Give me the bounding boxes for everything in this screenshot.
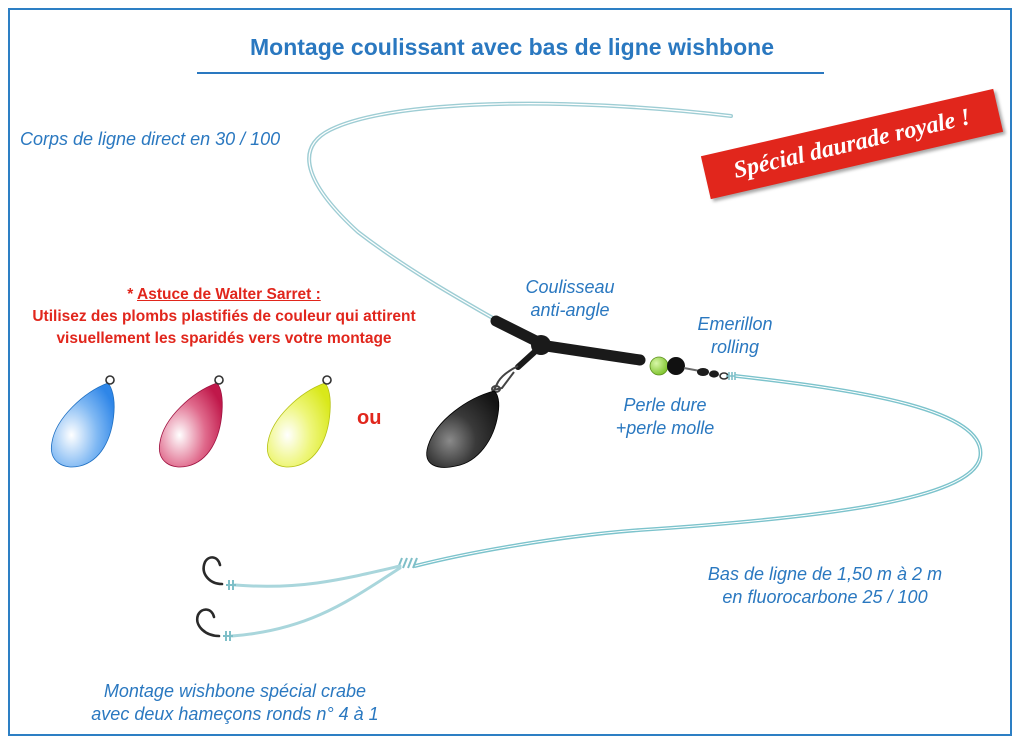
leader-label: Bas de ligne de 1,50 m à 2 m en fluoroca…	[690, 563, 960, 609]
diagram-frame	[8, 8, 1012, 736]
red-sinker	[158, 375, 224, 468]
wishbone-arm-upper	[233, 564, 402, 588]
yellow-sinker	[266, 375, 332, 468]
wishbone-label: Montage wishbone spécial crabe avec deux…	[80, 680, 390, 726]
sinker-snap	[491, 365, 519, 393]
circle-hook-lower	[195, 608, 221, 638]
beads-label-line2: +perle molle	[615, 418, 715, 438]
swivel-label-line1: Emerillon	[697, 314, 773, 334]
tip-heading-row: * Astuce de Walter Sarret :	[14, 284, 434, 306]
slider-label-line2: anti-angle	[530, 300, 610, 320]
leader-label-line1: Bas de ligne de 1,50 m à 2 m	[707, 564, 943, 584]
circle-hook-upper	[202, 556, 224, 586]
wishbone-knot	[397, 557, 418, 569]
leader-label-line2: en fluorocarbone 25 / 100	[722, 587, 928, 607]
slider-label-line1: Coulisseau	[525, 277, 615, 297]
slider-label: Coulisseau anti-angle	[505, 276, 635, 322]
tip-asterisk: *	[127, 286, 137, 303]
tip-line2: visuellement les sparidés vers votre mon…	[56, 330, 392, 347]
black-sinker	[426, 390, 500, 468]
tip-box: * Astuce de Walter Sarret : Utilisez des…	[14, 284, 434, 350]
beads-label: Perle dure +perle molle	[600, 394, 730, 440]
blue-sinker	[50, 375, 115, 468]
tip-heading: Astuce de Walter Sarret :	[137, 286, 321, 303]
soft-bead	[667, 357, 685, 375]
title-underline	[197, 72, 824, 74]
beads-label-line1: Perle dure	[623, 395, 707, 415]
diagram-title: Montage coulissant avec bas de ligne wis…	[249, 34, 774, 60]
hard-bead	[649, 356, 669, 376]
slider-anti-angle	[490, 315, 646, 370]
main-line-label: Corps de ligne direct en 30 / 100	[20, 129, 281, 149]
wishbone-arm-lower	[230, 566, 402, 638]
swivel-label: Emerillon rolling	[680, 313, 790, 359]
wishbone-label-line2: avec deux hameçons ronds n° 4 à 1	[91, 704, 379, 724]
tip-line1: Utilisez des plombs plastifiés de couleu…	[32, 308, 416, 325]
rolling-swivel	[683, 367, 736, 380]
swivel-label-line2: rolling	[710, 337, 760, 357]
wishbone-label-line1: Montage wishbone spécial crabe	[103, 681, 367, 701]
or-word: ou	[357, 407, 382, 429]
